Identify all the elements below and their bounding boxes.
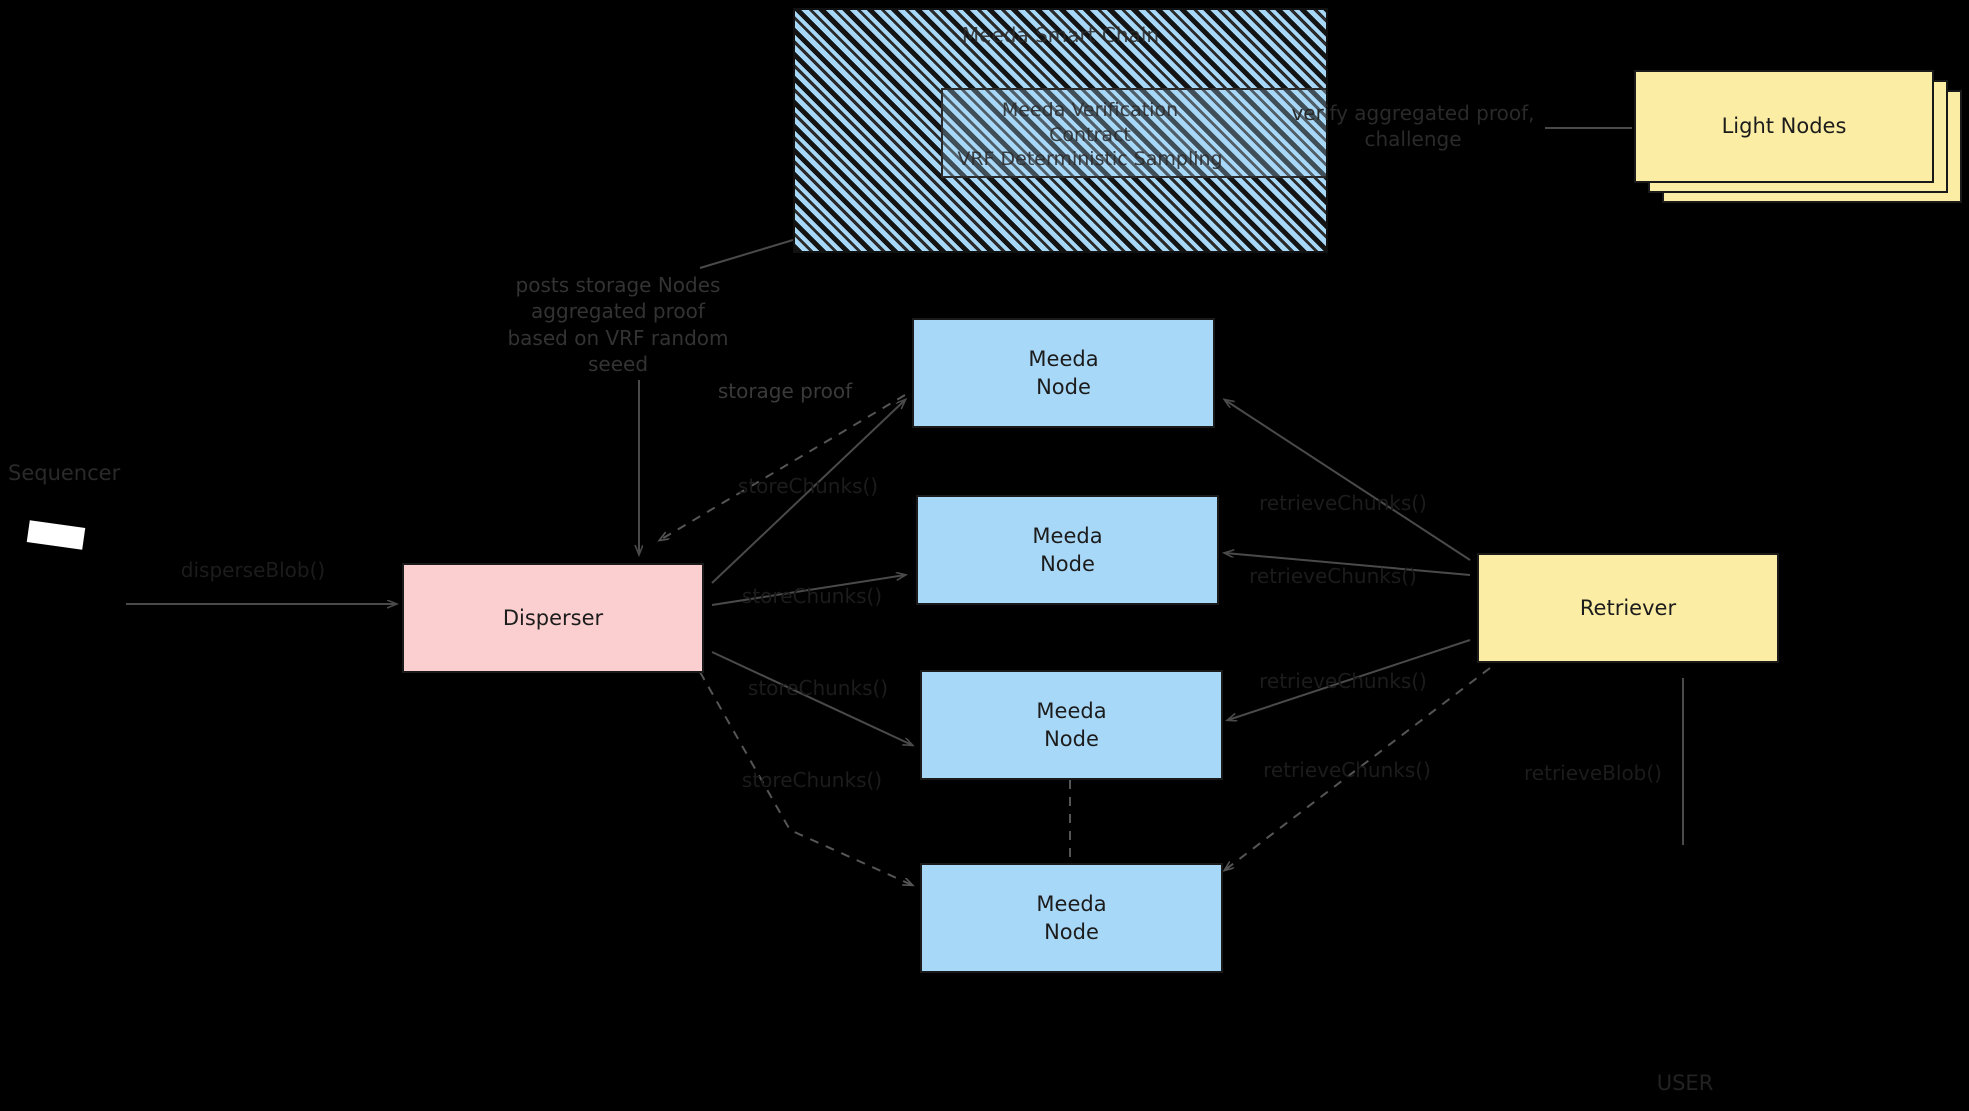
edge-chain-to-proof-label <box>699 239 794 269</box>
edge-label-retrieve-chunks-3: retrieveChunks() <box>1259 669 1427 693</box>
edge-retrieve-chunks-1 <box>1225 400 1471 561</box>
disperser-box[interactable]: Disperser <box>402 563 704 673</box>
chain-inner-label: Meeda Verification Contract VRF Determin… <box>957 99 1223 171</box>
retriever-label: Retriever <box>1579 595 1677 620</box>
meeda-node-1[interactable]: Meeda Node <box>912 318 1215 428</box>
user-label: USER <box>1656 1071 1714 1095</box>
edge-store-chunks-1 <box>711 400 905 584</box>
light-nodes-label: Light Nodes <box>1721 114 1847 139</box>
edge-label-retrieve-chunks-4: retrieveChunks() <box>1263 758 1431 782</box>
meeda-smart-chain-box <box>793 8 1328 253</box>
edge-label-retrieve-chunks-2: retrieveChunks() <box>1249 564 1417 588</box>
sequencer-label: Sequencer <box>8 461 121 485</box>
meeda-node-2-label: Meeda Node <box>1032 523 1103 576</box>
edge-store-chunks-2 <box>711 575 905 606</box>
edge-store-chunks-3 <box>711 651 912 745</box>
edge-label-verify-proof: verify aggregated proof, challenge <box>1291 101 1535 152</box>
meeda-node-4[interactable]: Meeda Node <box>920 863 1223 973</box>
edge-label-disperse-blob: disperseBlob() <box>180 558 326 582</box>
disperser-label: Disperser <box>502 605 604 630</box>
meeda-node-1-label: Meeda Node <box>1028 346 1099 399</box>
retriever-box[interactable]: Retriever <box>1477 553 1779 663</box>
edge-label-retrieve-blob: retrieveBlob() <box>1524 761 1662 785</box>
edge-retrieve-chunks-3 <box>1228 639 1471 720</box>
meeda-node-3[interactable]: Meeda Node <box>920 670 1223 780</box>
edge-retrieve-chunks-2 <box>1225 553 1471 576</box>
edge-label-store-chunks-1: storeChunks() <box>737 474 879 498</box>
light-nodes-card[interactable]: Light Nodes <box>1634 70 1934 183</box>
edge-storage-proof <box>660 394 906 540</box>
meeda-node-2[interactable]: Meeda Node <box>916 495 1219 605</box>
edge-label-posts-proof: posts storage Nodes aggregated proof bas… <box>507 273 729 377</box>
edge-retrieve-chunks-4 <box>1225 667 1491 870</box>
meeda-node-4-label: Meeda Node <box>1036 891 1107 944</box>
edge-label-store-chunks-4: storeChunks() <box>741 768 883 792</box>
chain-inner-box <box>941 88 1326 178</box>
edge-label-store-chunks-2: storeChunks() <box>741 584 883 608</box>
meeda-node-3-label: Meeda Node <box>1036 698 1107 751</box>
edge-label-storage-proof: storage proof <box>717 379 853 403</box>
edge-label-retrieve-chunks-1: retrieveChunks() <box>1259 491 1427 515</box>
chain-title: Meeda Smart Chain <box>961 23 1160 47</box>
edge-label-store-chunks-3: storeChunks() <box>747 676 889 700</box>
